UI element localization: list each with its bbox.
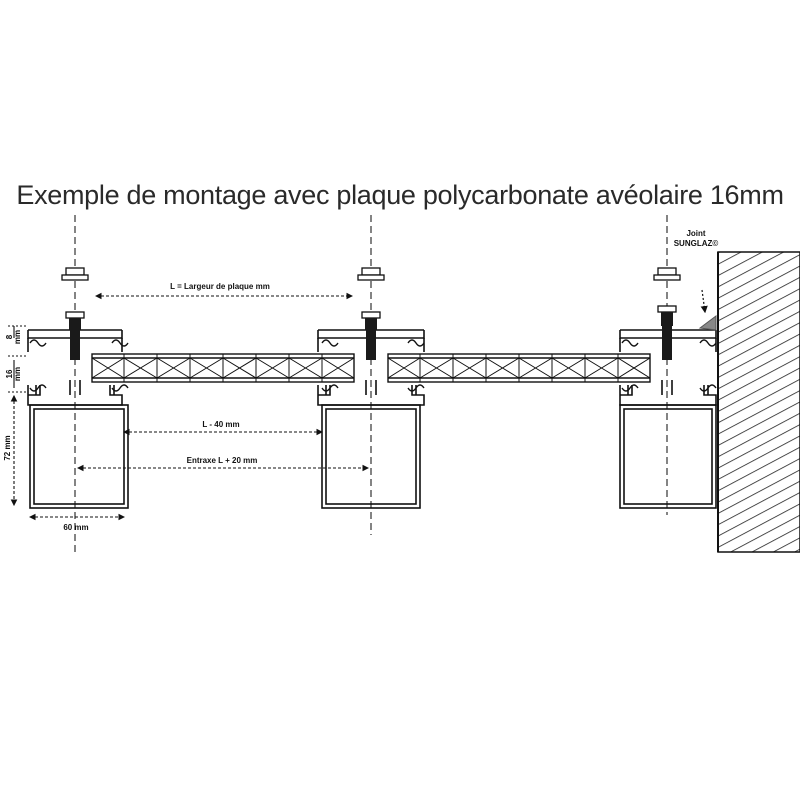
- bolt-icon: [657, 305, 677, 360]
- dim-60-label: 60 mm: [63, 523, 88, 532]
- top-nut-icon: [653, 267, 681, 281]
- center-distance-label: Entraxe L + 20 mm: [187, 456, 258, 465]
- dim-16-label: 16: [5, 369, 14, 378]
- panel-right: [387, 353, 651, 383]
- bolt-icon: [361, 311, 381, 360]
- bolt-icon: [65, 311, 85, 360]
- panel-left: [91, 353, 355, 383]
- top-nut-icon: [357, 267, 385, 281]
- gasket-clips: [29, 339, 717, 392]
- joint-label-line2: SUNGLAZ©: [674, 239, 719, 248]
- dim-8-unit-label: mm: [13, 330, 22, 344]
- dim-8-label: 8: [5, 334, 14, 339]
- wall: [717, 251, 800, 553]
- dimension-lines: [8, 292, 370, 521]
- plate-width-label: L = Largeur de plaque mm: [170, 282, 270, 291]
- inner-gap-label: L - 40 mm: [202, 420, 239, 429]
- top-nut-icons: [61, 267, 681, 281]
- joint-label-line1: Joint: [686, 229, 705, 238]
- diagram-title: Exemple de montage avec plaque polycarbo…: [16, 180, 784, 210]
- top-nut-icon: [61, 267, 89, 281]
- joint-sunglaz: [698, 289, 717, 331]
- dim-72-label: 72 mm: [3, 435, 12, 460]
- dim-16-unit-label: mm: [13, 367, 22, 381]
- bolts: [65, 305, 677, 360]
